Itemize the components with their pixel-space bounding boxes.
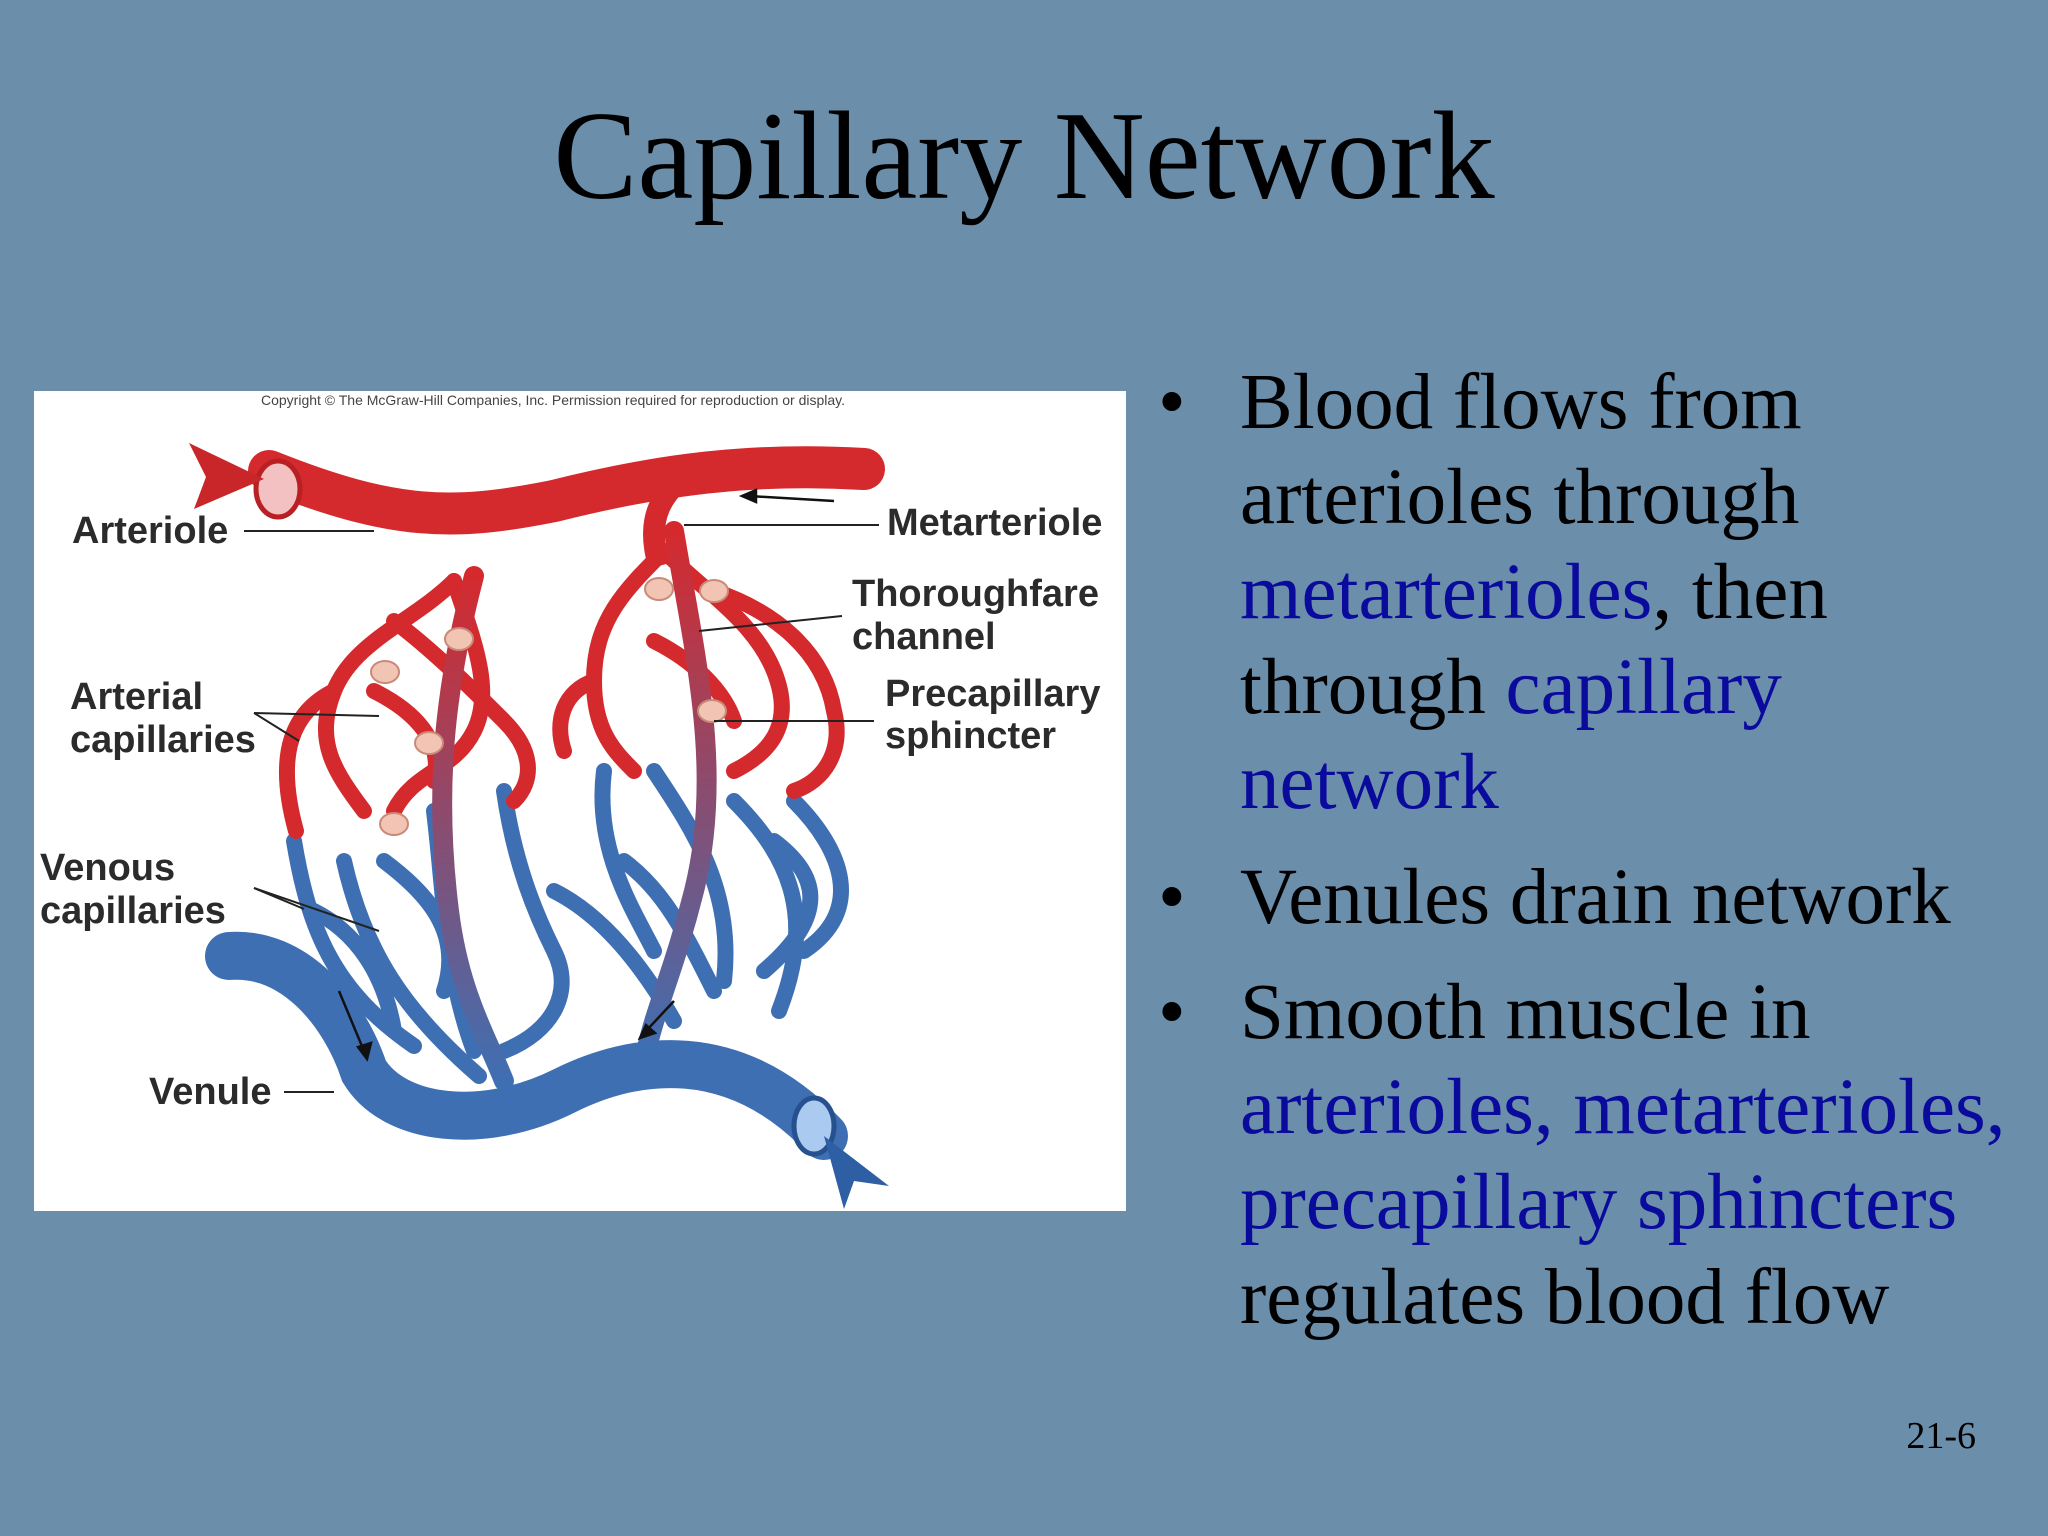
bullet-icon: • xyxy=(1158,969,1186,1056)
flow-arrows xyxy=(337,488,835,1062)
label-metarteriole: Metarteriole xyxy=(887,502,1102,544)
label-thoroughfare: Thoroughfare xyxy=(852,573,1099,615)
venule-vessel xyxy=(205,931,848,1160)
emphasis-text: network xyxy=(1240,739,1499,826)
slide-title: Capillary Network xyxy=(553,87,1495,226)
emphasis-text: arterioles, metarterioles, xyxy=(1240,1064,2006,1151)
emphasis-text: metarterioles xyxy=(1240,549,1653,636)
capillary-network-diagram: Copyright © The McGraw-Hill Companies, I… xyxy=(40,392,1102,1209)
label-arteriole: Arteriole xyxy=(72,510,228,552)
venous-capillaries xyxy=(286,763,849,1084)
label-venule: Venule xyxy=(149,1071,272,1113)
label-channel: channel xyxy=(852,616,996,658)
bullet-text: Blood flows from xyxy=(1240,359,1802,446)
label-venous: Venous xyxy=(40,847,175,889)
bullet-icon: • xyxy=(1158,359,1186,446)
bullet-text: regulates blood flow xyxy=(1240,1254,1890,1341)
thoroughfare-channels xyxy=(432,521,717,1091)
venule-arrow-icon xyxy=(824,1136,889,1209)
bullet-item-blood-flow: • Blood flows from arterioles through me… xyxy=(1150,355,2040,830)
figure-copyright: Copyright © The McGraw-Hill Companies, I… xyxy=(261,392,845,408)
bullet-text: through xyxy=(1240,644,1506,731)
venule-opening xyxy=(791,1095,837,1157)
arteriole-vessel xyxy=(248,446,885,535)
emphasis-text: capillary xyxy=(1505,644,1782,731)
label-sphincter: sphincter xyxy=(885,715,1056,757)
label-venous-capillaries: capillaries xyxy=(40,890,226,932)
capillary-network-figure: Copyright © The McGraw-Hill Companies, I… xyxy=(34,391,1126,1211)
bullet-item-venules: • Venules drain network xyxy=(1150,850,2040,945)
bullet-text: , then xyxy=(1652,549,1828,636)
metarteriole-branch xyxy=(643,478,683,570)
bullet-text: Smooth muscle in xyxy=(1240,969,1811,1056)
bullet-text: arterioles through xyxy=(1240,454,1800,541)
label-arterial-capillaries: capillaries xyxy=(70,719,256,761)
slide-number: 21-6 xyxy=(1906,1415,1976,1457)
arteriole-arrow-icon xyxy=(189,443,264,509)
bullet-text: Venules drain network xyxy=(1240,854,1951,941)
label-precapillary: Precapillary xyxy=(885,673,1100,715)
arteriole-opening xyxy=(253,458,303,520)
precapillary-sphincters xyxy=(370,577,729,836)
bullet-list: • Blood flows from arterioles through me… xyxy=(1150,355,2040,1365)
emphasis-text: precapillary sphincters xyxy=(1240,1159,1958,1246)
label-arterial: Arterial xyxy=(70,676,203,718)
bullet-item-smooth-muscle: • Smooth muscle in arterioles, metarteri… xyxy=(1150,965,2040,1345)
arterial-capillaries xyxy=(278,543,845,839)
bullet-icon: • xyxy=(1158,854,1186,941)
leader-lines xyxy=(244,524,879,1093)
